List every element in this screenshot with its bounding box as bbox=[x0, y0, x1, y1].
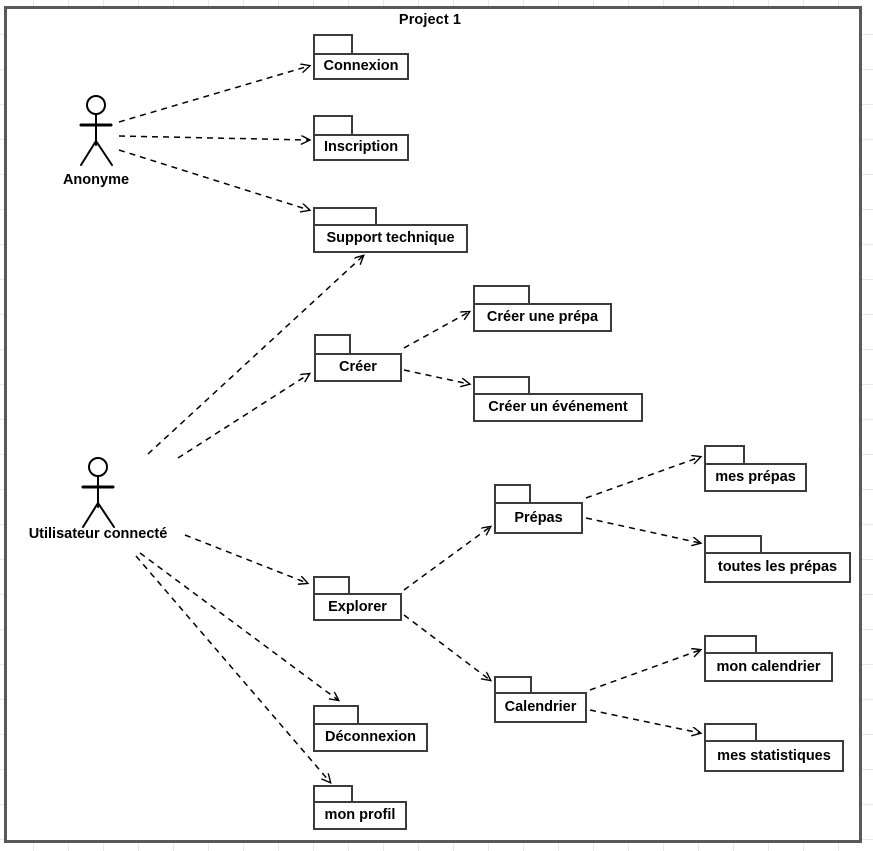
package-connexion[interactable]: Connexion bbox=[313, 34, 414, 85]
package-label: Prépas bbox=[514, 509, 563, 526]
package-label: mes prépas bbox=[715, 469, 796, 486]
package-body: mes statistiques bbox=[704, 740, 844, 772]
package-label: Créer une prépa bbox=[486, 309, 599, 326]
package-body: Explorer bbox=[313, 593, 402, 621]
package-label: mes statistiques bbox=[717, 747, 831, 764]
stick-figure-icon bbox=[81, 457, 115, 528]
package-creer[interactable]: Créer bbox=[314, 334, 407, 387]
package-tab bbox=[494, 484, 531, 504]
package-label: Calendrier bbox=[504, 699, 577, 716]
diagram-frame bbox=[4, 6, 862, 843]
package-support[interactable]: Support technique bbox=[313, 207, 473, 258]
package-body: mon calendrier bbox=[704, 652, 833, 682]
package-mes-statistiques[interactable]: mes statistiques bbox=[704, 723, 849, 777]
package-creer-prepa[interactable]: Créer une prépa bbox=[473, 285, 617, 337]
package-tab bbox=[473, 285, 530, 305]
package-mon-calendrier[interactable]: mon calendrier bbox=[704, 635, 838, 687]
actor-utilisateur-connecte[interactable]: Utilisateur connecté bbox=[29, 451, 167, 556]
package-label: Explorer bbox=[328, 598, 387, 615]
package-body: Connexion bbox=[313, 53, 409, 80]
package-label: Créer un événement bbox=[488, 399, 628, 416]
package-label: toutes les prépas bbox=[717, 559, 838, 576]
package-body: Prépas bbox=[494, 502, 583, 534]
package-body: Calendrier bbox=[494, 692, 587, 723]
package-inscription[interactable]: Inscription bbox=[313, 115, 414, 166]
stick-figure-icon bbox=[79, 95, 113, 166]
package-body: mon profil bbox=[313, 801, 407, 830]
package-body: Créer une prépa bbox=[473, 303, 612, 332]
package-body: Créer bbox=[314, 353, 402, 382]
package-tab bbox=[314, 334, 351, 355]
package-label: Inscription bbox=[323, 139, 399, 156]
actor-utilisateur-connecte-label: Utilisateur connecté bbox=[28, 526, 168, 542]
package-body: mes prépas bbox=[704, 463, 807, 492]
package-mes-prepas[interactable]: mes prépas bbox=[704, 445, 812, 497]
diagram-title: Project 1 bbox=[398, 12, 462, 28]
actor-anonyme[interactable]: Anonyme bbox=[61, 89, 131, 194]
package-calendrier[interactable]: Calendrier bbox=[494, 676, 592, 728]
package-body: Créer un événement bbox=[473, 393, 643, 422]
actor-anonyme-label: Anonyme bbox=[62, 172, 130, 188]
package-tab bbox=[313, 115, 353, 136]
package-tab bbox=[313, 34, 353, 55]
package-deconnexion[interactable]: Déconnexion bbox=[313, 705, 433, 757]
package-tab bbox=[704, 445, 745, 465]
package-explorer[interactable]: Explorer bbox=[313, 576, 407, 626]
package-prepas[interactable]: Prépas bbox=[494, 484, 588, 539]
package-label: Créer bbox=[339, 359, 377, 376]
package-label: Support technique bbox=[326, 230, 455, 247]
package-label: Connexion bbox=[323, 58, 399, 75]
package-body: Inscription bbox=[313, 134, 409, 161]
package-label: mon profil bbox=[324, 807, 396, 824]
package-body: toutes les prépas bbox=[704, 552, 851, 583]
package-toutes-prepas[interactable]: toutes les prépas bbox=[704, 535, 856, 588]
package-label: Déconnexion bbox=[324, 729, 417, 746]
package-creer-evenement[interactable]: Créer un événement bbox=[473, 376, 648, 427]
package-mon-profil[interactable]: mon profil bbox=[313, 785, 412, 835]
package-body: Déconnexion bbox=[313, 723, 428, 752]
package-label: mon calendrier bbox=[716, 658, 821, 675]
package-body: Support technique bbox=[313, 224, 468, 253]
package-tab bbox=[313, 705, 359, 725]
